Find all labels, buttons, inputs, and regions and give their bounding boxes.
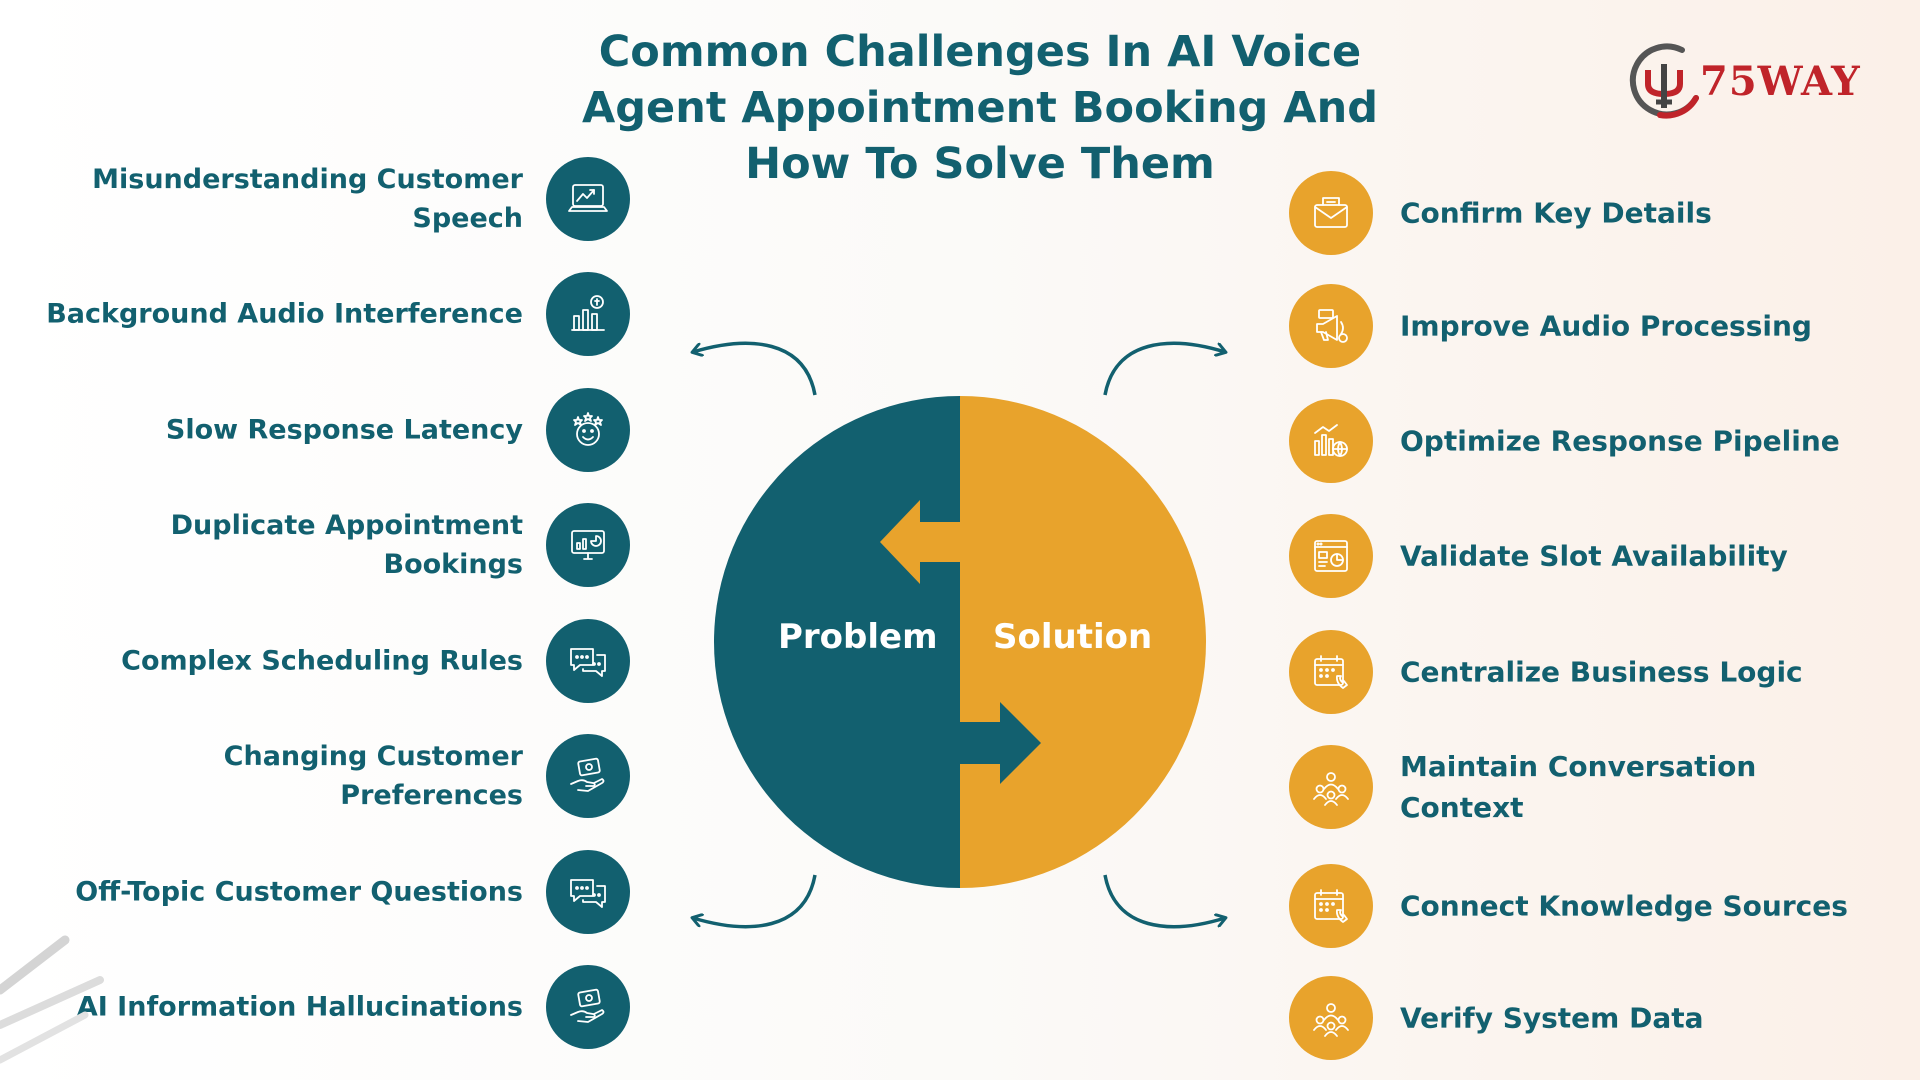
solution-label-text: Improve Audio Processing xyxy=(1400,309,1812,343)
logo-mark-icon xyxy=(1629,43,1699,119)
problem-item: Off-Topic Customer Questions xyxy=(0,850,630,934)
solution-item: Validate Slot Availability xyxy=(1289,514,1889,598)
calendar-phone-icon xyxy=(1289,630,1373,714)
solution-label-text: Optimize Response Pipeline xyxy=(1400,424,1840,458)
problem-label-text: Off-Topic Customer Questions xyxy=(75,876,523,908)
curved-arrow-top-left xyxy=(693,341,817,396)
bar-chart-dollar-icon xyxy=(546,272,630,356)
solution-item: Centralize Business Logic xyxy=(1289,630,1889,714)
team-icon xyxy=(1289,976,1373,1060)
laptop-ads-icon xyxy=(546,157,630,241)
solution-label-text: Connect Knowledge Sources xyxy=(1400,889,1848,923)
problem-label-text: Duplicate Appointment Bookings xyxy=(170,510,523,580)
solution-item: Confirm Key Details xyxy=(1289,171,1889,255)
page-title: Common Challenges In AI Voice Agent Appo… xyxy=(582,27,1378,189)
solution-item: Optimize Response Pipeline xyxy=(1289,399,1889,483)
calendar-phone-icon xyxy=(1289,864,1373,948)
chat-bubbles-icon xyxy=(546,850,630,934)
envelope-icon xyxy=(1289,171,1373,255)
problem-label-text: Background Audio Interference xyxy=(46,298,523,330)
decorative-strokes xyxy=(0,935,104,1064)
problem-label-text: Slow Response Latency xyxy=(165,414,523,446)
left-arrow-shape xyxy=(880,500,960,584)
megaphone-icon xyxy=(1289,284,1373,368)
happy-face-stars-icon xyxy=(546,388,630,472)
solution-label-text: Maintain Conversation Context xyxy=(1400,750,1757,824)
problem-label-text: Misunderstanding Customer Speech xyxy=(92,164,523,234)
solution-label-text: Confirm Key Details xyxy=(1400,196,1712,230)
curved-arrow-bottom-left xyxy=(693,874,817,929)
problem-item: Changing Customer Preferences xyxy=(0,734,630,818)
problem-item: Duplicate Appointment Bookings xyxy=(0,503,630,587)
solution-item: Maintain Conversation Context xyxy=(1289,745,1889,829)
hand-money-icon xyxy=(546,734,630,818)
problem-label: Problem xyxy=(778,617,938,657)
monitor-chart-icon xyxy=(546,503,630,587)
solution-item: Connect Knowledge Sources xyxy=(1289,864,1889,948)
chart-globe-icon xyxy=(1289,399,1373,483)
hand-money-icon xyxy=(546,965,630,1049)
problem-item: Misunderstanding Customer Speech xyxy=(0,157,630,241)
curved-arrow-bottom-right xyxy=(1103,874,1225,929)
problem-item: Slow Response Latency xyxy=(0,388,630,472)
solution-label: Solution xyxy=(993,617,1153,657)
brand-logo: 75WAY xyxy=(1620,36,1860,126)
problem-label-text: Changing Customer Preferences xyxy=(223,741,523,811)
problem-label-text: Complex Scheduling Rules xyxy=(121,645,523,677)
chat-bubbles-icon xyxy=(546,619,630,703)
logo-text: 75WAY xyxy=(1700,58,1861,105)
browser-dashboard-icon xyxy=(1289,514,1373,598)
solution-label-text: Validate Slot Availability xyxy=(1400,539,1788,573)
solution-item: Verify System Data xyxy=(1289,976,1889,1060)
right-arrow-shape xyxy=(960,702,1041,784)
problem-item: AI Information Hallucinations xyxy=(0,965,630,1049)
team-icon xyxy=(1289,745,1373,829)
curved-arrow-top-right xyxy=(1103,341,1225,396)
solution-label-text: Centralize Business Logic xyxy=(1400,655,1803,689)
solution-label-text: Verify System Data xyxy=(1400,1001,1704,1035)
problem-item: Complex Scheduling Rules xyxy=(0,619,630,703)
problem-item: Background Audio Interference xyxy=(0,272,630,356)
solution-item: Improve Audio Processing xyxy=(1289,284,1889,368)
problem-label-text: AI Information Hallucinations xyxy=(76,991,523,1023)
